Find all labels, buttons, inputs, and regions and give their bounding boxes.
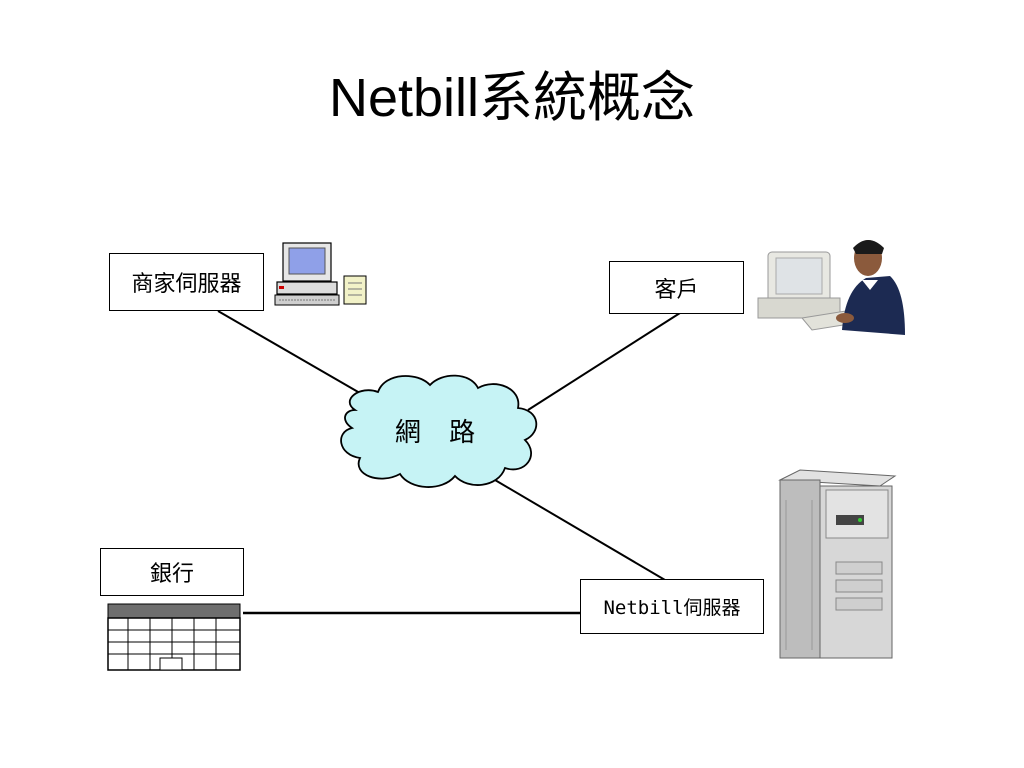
customer-box: 客戶 — [609, 261, 744, 314]
edge-network-netbill — [494, 479, 666, 581]
network-cloud-shape — [340, 374, 538, 488]
tower-server-icon — [778, 469, 897, 659]
network-label: 網 路 — [394, 418, 486, 448]
merchant-server-box: 商家伺服器 — [109, 253, 264, 311]
bank-box: 銀行 — [100, 548, 244, 596]
edge-merchant-network — [217, 310, 373, 401]
page-title: Netbill系統概念 — [328, 68, 696, 128]
bank-building-icon — [107, 603, 241, 671]
person-at-computer-icon — [757, 240, 905, 335]
desktop-computer-icon — [274, 242, 367, 306]
edge-customer-network — [527, 312, 681, 411]
netbill-server-box: Netbill伺服器 — [580, 579, 764, 634]
